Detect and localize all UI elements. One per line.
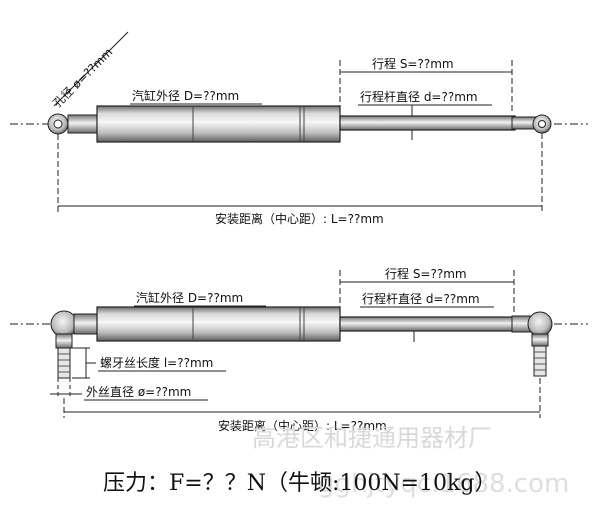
thread-length-label: 螺牙丝长度 l=??mm bbox=[100, 355, 213, 370]
eye-diameter-label: 孔径 ø=??mm bbox=[50, 45, 115, 110]
watermark-company: 高港区和捷通用器材厂 bbox=[252, 424, 492, 452]
top-gas-spring: 孔径 ø=??mm 汽缸外径 D=??mm 行程 S=??mm 行程杆直径 d=… bbox=[10, 31, 588, 226]
watermark-url: gghjtyqc.1688.com bbox=[318, 469, 569, 499]
bottom-cylinder-od-label: 汽缸外径 D=??mm bbox=[136, 290, 243, 305]
bottom-right-ball-joint bbox=[511, 311, 553, 377]
bottom-rod-diameter-label: 行程杆直径 d=??mm bbox=[362, 291, 480, 306]
top-stroke-label: 行程 S=??mm bbox=[372, 56, 454, 71]
bottom-left-thread-stud bbox=[57, 347, 71, 379]
force-specification: 压力：F=？？N（牛顿:100N=10kg） bbox=[103, 471, 496, 496]
top-right-eye-fitting bbox=[511, 114, 552, 134]
top-left-eye-fitting bbox=[47, 113, 99, 135]
top-cylinder-od-label: 汽缸外径 D=??mm bbox=[132, 88, 239, 103]
eye-diameter-leader bbox=[53, 31, 129, 107]
bottom-gas-spring: 汽缸外径 D=??mm 行程 S=??mm 行程杆直径 d=??mm 螺牙丝长度… bbox=[10, 266, 588, 433]
top-install-distance-label: 安装距离（中心距）: L=??mm bbox=[215, 211, 384, 226]
bottom-right-thread-stud bbox=[533, 345, 547, 377]
thread-od-label: 外丝直径 ø=??mm bbox=[86, 385, 191, 399]
bottom-stroke-label: 行程 S=??mm bbox=[385, 266, 467, 281]
top-piston-rod bbox=[339, 115, 516, 131]
bottom-install-distance-label: 安装距离（中心距）: L=??mm bbox=[218, 418, 387, 433]
bottom-left-ball-joint bbox=[50, 310, 99, 379]
bottom-piston-rod bbox=[339, 316, 516, 332]
top-rod-diameter-label: 行程杆直径 d=??mm bbox=[360, 89, 478, 104]
